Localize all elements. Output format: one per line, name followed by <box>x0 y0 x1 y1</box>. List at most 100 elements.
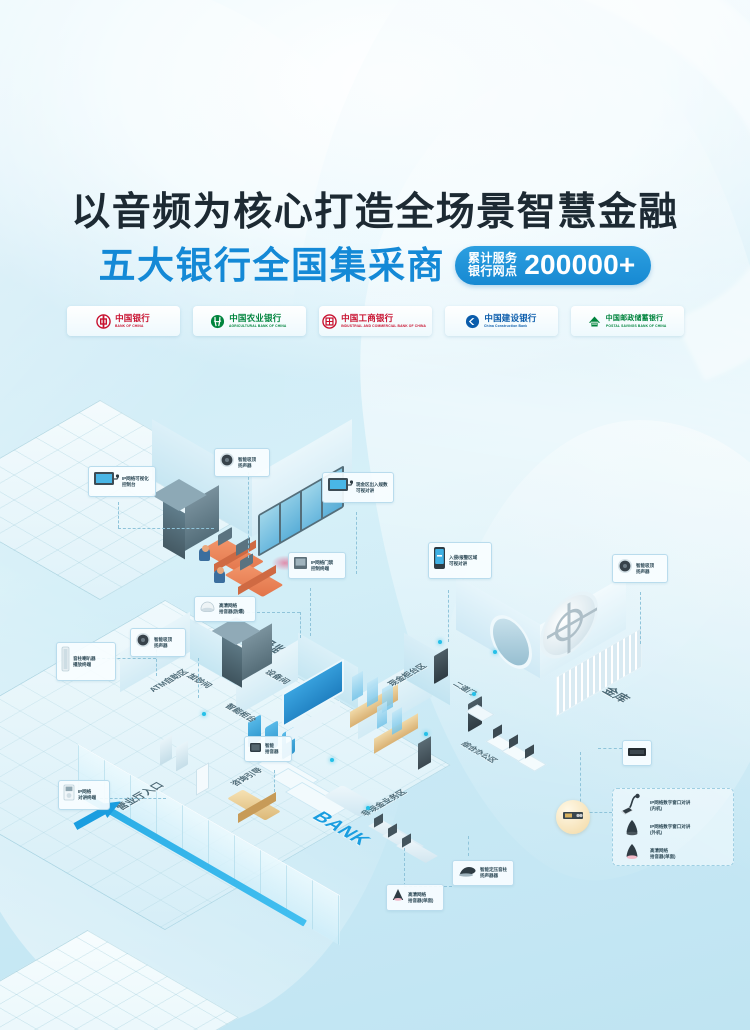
bank-logo-card: 中国工商银行 INDUSTRIAL AND COMMERCIAL BANK OF… <box>318 306 432 336</box>
column-speaker-icon <box>61 646 70 677</box>
outdoor-mic-icon <box>619 818 645 843</box>
callout-ip-intercom-terminal[interactable]: IP网络 对讲终端 <box>58 780 110 810</box>
leader-line <box>310 588 311 636</box>
device-dot <box>493 650 497 654</box>
badge-line-2: 银行网点 <box>468 264 518 278</box>
legend-item[interactable]: IP网络数字窗口对讲 (外机) <box>619 818 729 842</box>
cone-speaker-icon <box>391 888 405 907</box>
callout-hd-pickup-explosion[interactable]: 高清网络 拾音器(防爆) <box>194 596 256 622</box>
callout-smart-counter-speaker[interactable]: 智能 拾音器 <box>244 736 292 762</box>
device-dot <box>424 732 428 736</box>
leader-line <box>92 658 156 659</box>
leader-line <box>448 590 449 642</box>
access-panel-icon <box>293 556 308 575</box>
page-subtitle: 五大银行全国集采商 <box>98 245 446 286</box>
bank-name-cn: 中国邮政储蓄银行 <box>605 315 664 322</box>
leader-line <box>198 658 199 698</box>
ceiling-speaker-icon <box>135 632 151 653</box>
legend-label: 高清网络 拾音器(单面) <box>650 848 676 859</box>
leader-line <box>100 798 166 799</box>
leader-line <box>274 770 275 792</box>
cone-speaker-icon <box>619 842 645 867</box>
horn-speaker-icon <box>457 864 477 882</box>
callout-label: IP网络门禁 控制终端 <box>311 559 334 571</box>
console-screen-icon <box>327 476 354 499</box>
callout-label: 高清网络 拾音器(单面) <box>408 891 434 903</box>
leader-line <box>356 512 357 574</box>
callout-smart-voltage-column[interactable]: 智能定压音柱 扬声器器 <box>452 860 514 886</box>
leader-line <box>248 472 249 558</box>
callout-label: 入侵/报警区域 可视对讲 <box>449 554 478 566</box>
legend-item[interactable]: 高清网络 拾音器(单面) <box>619 842 729 866</box>
bank-name-en: POSTAL SAVINGS BANK OF CHINA <box>605 323 667 328</box>
callout-label: 智能吸顶 扬声器 <box>238 456 256 468</box>
bank-logo-row: 中国银行 BANK OF CHINA 中国农业银行 AGRICULTURAL B… <box>0 306 750 336</box>
bank-name-en: China Construction Bank <box>484 323 528 328</box>
psbc-logo-icon <box>587 314 602 329</box>
bank-name-cn: 中国农业银行 <box>229 313 282 323</box>
callout-amp-module-bottom[interactable] <box>556 800 590 834</box>
leader-line <box>118 502 119 528</box>
bank-logo-text: 中国农业银行 AGRICULTURAL BANK OF CHINA <box>229 313 288 328</box>
abc-logo-icon <box>210 314 225 329</box>
badge-line-1: 累计服务 <box>468 250 518 265</box>
badge-text-block: 累计服务 银行网点 <box>468 250 518 279</box>
callout-label: 智能 拾音器 <box>265 743 279 754</box>
callout-label: 智能定压音柱 扬声器器 <box>480 867 507 878</box>
wall-intercom-icon <box>63 784 75 806</box>
bank-logo-text: 中国银行 BANK OF CHINA <box>115 313 150 328</box>
bank-logo-card: 中国银行 BANK OF CHINA <box>66 306 180 336</box>
callout-label: 智能吸顶 扬声器 <box>636 562 654 574</box>
boc-logo-icon <box>96 313 111 329</box>
callout-ceiling-speaker-left[interactable]: 智能吸顶 扬声器 <box>130 628 186 657</box>
device-dot <box>330 758 334 762</box>
leader-line <box>232 612 300 613</box>
callout-label: 智能吸顶 扬声器 <box>154 636 172 648</box>
device-dot <box>202 712 206 716</box>
device-dot <box>366 806 370 810</box>
leader-line <box>598 748 638 749</box>
bank-logo-text: 中国建设银行 China Construction Bank <box>484 313 536 328</box>
bank-name-cn: 中国工商银行 <box>341 313 394 323</box>
bank-logo-card: 中国邮政储蓄银行 POSTAL SAVINGS BANK OF CHINA <box>570 306 684 336</box>
callout-access-control-terminal[interactable]: IP网络门禁 控制终端 <box>288 552 346 579</box>
ccb-logo-icon <box>465 314 480 329</box>
legend-label: IP网络数字窗口对讲 (外机) <box>650 824 691 835</box>
callout-cash-area-intercom[interactable]: 现金区出入规数可视对讲 <box>322 472 394 503</box>
bank-logo-text: 中国邮政储蓄银行 POSTAL SAVINGS BANK OF CHINA <box>606 314 668 328</box>
callout-ceiling-speaker-top[interactable]: 智能吸顶 扬声器 <box>214 448 270 477</box>
legend-item[interactable]: IP网络数字窗口对讲 (内机) <box>619 793 729 820</box>
service-badge: 累计服务 银行网点 200000+ <box>455 246 652 285</box>
callout-ip-visual-console[interactable]: IP网络可视化控制台 <box>88 466 156 497</box>
callout-ceiling-speaker-right[interactable]: 智能吸顶 扬声器 <box>612 554 668 583</box>
pickup-mic-icon <box>249 740 262 758</box>
icbc-logo-icon <box>322 313 337 329</box>
amplifier-icon <box>562 808 584 827</box>
bank-name-en: INDUSTRIAL AND COMMERCIAL BANK OF CHINA <box>341 323 427 328</box>
leader-line <box>640 592 641 644</box>
vault-floor <box>0 929 240 1030</box>
legend-label: IP网络数字窗口对讲 (内机) <box>650 800 691 811</box>
callout-label: 现金区出入规数可视对讲 <box>356 481 388 493</box>
callout-alarm-zone-intercom[interactable]: 入侵/报警区域 可视对讲 <box>428 542 492 579</box>
device-dot <box>438 640 442 644</box>
ceiling-speaker-icon <box>617 558 633 579</box>
handset-phone-icon <box>433 546 446 575</box>
bank-name-en: AGRICULTURAL BANK OF CHINA <box>229 323 287 328</box>
bank-logo-card: 中国农业银行 AGRICULTURAL BANK OF CHINA <box>192 306 306 336</box>
bank-name-en: BANK OF CHINA <box>115 323 144 328</box>
callout-label: 音柱喇叭器 播放终端 <box>73 655 96 667</box>
callout-speaker-box-right[interactable] <box>622 740 652 766</box>
page-title: 以音频为核心打造全场景智慧金融 <box>71 191 679 234</box>
callout-label: 高清网络 拾音器(防爆) <box>219 603 245 614</box>
bank-logo-card: 中国建设银行 China Construction Bank <box>444 306 558 336</box>
bank-name-cn: 中国银行 <box>115 313 150 323</box>
callout-column-speaker-left[interactable]: 音柱喇叭器 播放终端 <box>56 642 116 681</box>
callout-hd-pickup-single[interactable]: 高清网络 拾音器(单面) <box>386 884 444 911</box>
badge-count: 200000+ <box>524 249 636 280</box>
device-dot <box>472 692 476 696</box>
callout-label: IP网络 对讲终端 <box>78 789 96 800</box>
gooseneck-mic-icon <box>619 793 645 820</box>
console-screen-icon <box>93 470 120 493</box>
